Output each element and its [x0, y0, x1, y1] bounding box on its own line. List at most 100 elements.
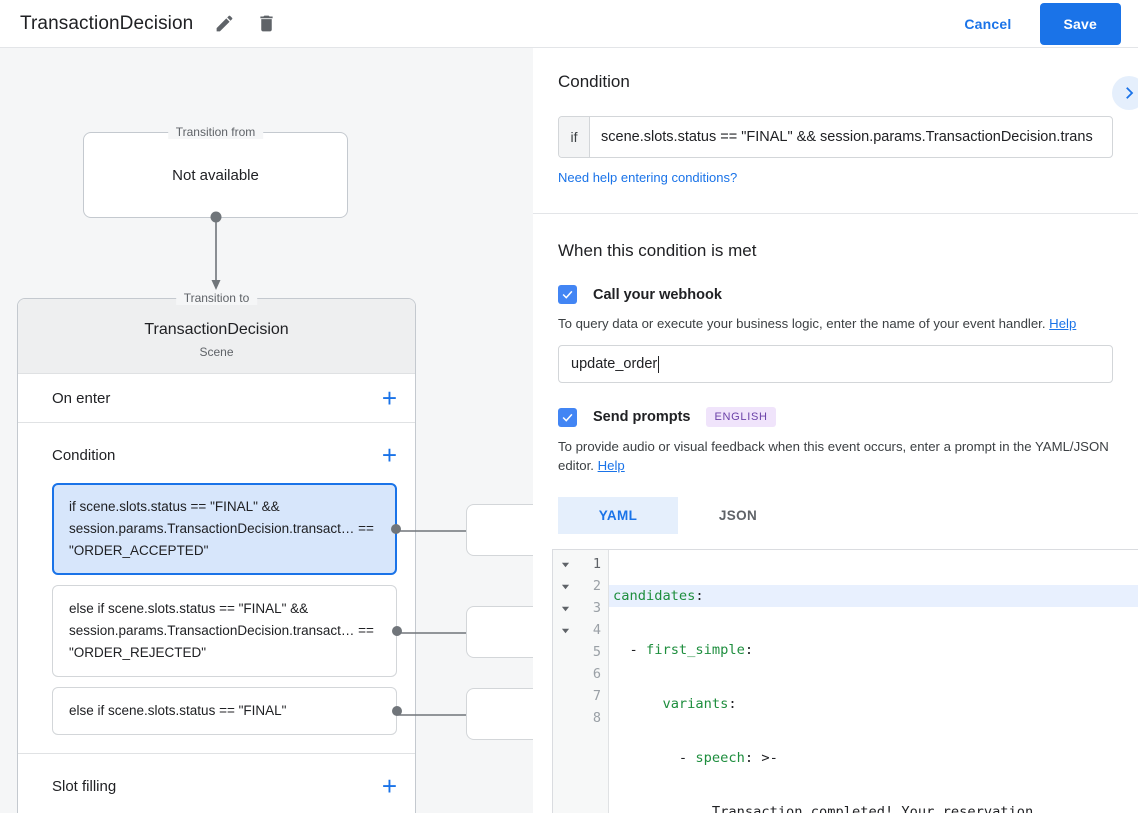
code-indent: -	[613, 750, 696, 766]
editor-fold-column	[553, 550, 577, 813]
fold-arrow-icon[interactable]	[553, 619, 577, 641]
condition-help-link[interactable]: Need help entering conditions?	[558, 170, 738, 185]
target-box-2[interactable]	[466, 688, 533, 740]
line-number: 6	[592, 666, 601, 682]
add-on-enter-button[interactable]: +	[381, 383, 397, 413]
section-condition: Condition + if scene.slots.status == "FI…	[18, 423, 415, 754]
code-rest: : >-	[744, 750, 778, 766]
text-caret	[658, 355, 660, 373]
send-prompts-description-text: To provide audio or visual feedback when…	[558, 439, 1109, 473]
condition-item-2[interactable]: else if scene.slots.status == "FINAL"	[52, 687, 402, 735]
editor-line-numbers: 1 2 3 4 5 6 7 8	[577, 550, 609, 813]
topbar-actions: Cancel Save	[952, 2, 1138, 45]
code-key: speech	[695, 750, 745, 766]
target-box-0[interactable]	[466, 504, 533, 556]
condition-item-0-text: if scene.slots.status == "FINAL" && sess…	[69, 499, 374, 558]
code-key: variants	[662, 696, 729, 712]
code-key: candidates	[613, 588, 696, 604]
condition-item-2-handle[interactable]	[392, 706, 402, 716]
send-prompts-description: To provide audio or visual feedback when…	[558, 437, 1113, 475]
when-condition-met-heading: When this condition is met	[558, 241, 757, 260]
details-panel: Condition if scene.slots.status == "FINA…	[533, 48, 1138, 813]
scene-card-type: Scene	[199, 345, 234, 359]
section-on-enter: On enter +	[18, 374, 415, 423]
target-box-1[interactable]	[466, 606, 533, 658]
section-slot-filling: Slot filling + Slot validation	[18, 754, 415, 813]
scene-card-name: TransactionDecision	[144, 321, 289, 338]
condition-item-0-handle[interactable]	[391, 524, 401, 534]
code-rest: :	[744, 642, 754, 658]
line-number: 3	[592, 600, 601, 616]
fold-arrow-icon[interactable]	[553, 575, 577, 597]
section-slot-filling-title: Slot filling	[52, 777, 117, 795]
call-webhook-row: Call your webhook	[558, 285, 1113, 304]
transition-from-value: Not available	[172, 166, 259, 184]
condition-section-heading: Condition	[558, 72, 630, 91]
condition-item-2-text: else if scene.slots.status == "FINAL"	[69, 703, 287, 718]
scene-card-header[interactable]: TransactionDecision Scene	[18, 299, 415, 374]
transition-edge-down	[210, 211, 222, 290]
condition-section: Condition if scene.slots.status == "FINA…	[533, 48, 1138, 214]
editor-format-tabs: YAML JSON	[558, 497, 1113, 534]
condition-item-1-text: else if scene.slots.status == "FINAL" &&…	[69, 601, 374, 660]
when-condition-met-section: When this condition is met Call your web…	[533, 214, 1138, 534]
tab-yaml[interactable]: YAML	[558, 497, 678, 534]
transition-from-legend: Transition from	[167, 125, 264, 139]
code-key: first_simple	[645, 642, 745, 658]
call-webhook-checkbox[interactable]	[558, 285, 577, 304]
scene-graph-canvas[interactable]: Transition from Not available Transition…	[0, 48, 533, 813]
pencil-icon[interactable]	[213, 13, 235, 35]
send-prompts-label: Send prompts	[593, 409, 691, 425]
condition-if-row[interactable]: if scene.slots.status == "FINAL" && sess…	[558, 116, 1113, 158]
add-condition-button[interactable]: +	[381, 440, 397, 470]
language-badge: ENGLISH	[706, 407, 776, 427]
condition-item-1[interactable]: else if scene.slots.status == "FINAL" &&…	[52, 585, 402, 677]
code-line: Transaction completed! Your reservation	[609, 801, 1138, 813]
add-slot-filling-button[interactable]: +	[381, 771, 397, 801]
condition-list: if scene.slots.status == "FINAL" && sess…	[18, 469, 415, 753]
slot-filling-list: Slot validation	[18, 800, 415, 813]
yaml-editor[interactable]: 1 2 3 4 5 6 7 8 candidates: - first_simp…	[552, 549, 1138, 813]
webhook-handler-input[interactable]: update_order	[558, 345, 1113, 383]
top-app-bar: TransactionDecision Cancel Save	[0, 0, 1138, 48]
condition-item-1-handle[interactable]	[392, 626, 402, 636]
condition-item-0[interactable]: if scene.slots.status == "FINAL" && sess…	[52, 483, 401, 575]
transition-to-legend: Transition to	[175, 291, 258, 305]
transition-from-box[interactable]: Transition from Not available	[83, 125, 348, 218]
cancel-button[interactable]: Cancel	[952, 7, 1023, 41]
page-title: TransactionDecision	[20, 12, 194, 34]
code-rest: Transaction completed! Your reservation	[711, 804, 1034, 813]
line-number: 2	[592, 578, 601, 594]
editor-code-area[interactable]: candidates: - first_simple: variants: - …	[609, 550, 1138, 813]
call-webhook-description: To query data or execute your business l…	[558, 314, 1113, 333]
webhook-handler-value: update_order	[571, 356, 658, 372]
code-line: variants:	[609, 693, 1138, 715]
fold-arrow-icon[interactable]	[553, 553, 577, 575]
chevron-right-icon[interactable]	[1112, 76, 1138, 110]
code-indent: -	[613, 642, 646, 658]
send-prompts-row: Send prompts ENGLISH	[558, 407, 1113, 427]
code-rest: :	[695, 588, 704, 604]
call-webhook-help-link[interactable]: Help	[1049, 316, 1077, 331]
call-webhook-description-text: To query data or execute your business l…	[558, 316, 1046, 331]
send-prompts-help-link[interactable]: Help	[597, 458, 625, 473]
code-line: candidates:	[609, 585, 1138, 607]
code-line: - speech: >-	[609, 747, 1138, 769]
section-on-enter-title: On enter	[52, 389, 111, 407]
line-number: 7	[592, 688, 601, 704]
tab-json[interactable]: JSON	[718, 508, 758, 523]
if-keyword-label: if	[559, 117, 590, 157]
section-condition-title: Condition	[52, 446, 116, 464]
line-number: 5	[592, 644, 601, 660]
fold-arrow-icon[interactable]	[553, 597, 577, 619]
call-webhook-label: Call your webhook	[593, 286, 722, 303]
condition-expression-input[interactable]: scene.slots.status == "FINAL" && session…	[601, 129, 1093, 145]
code-indent	[613, 696, 662, 712]
line-number: 4	[592, 622, 601, 638]
line-number: 8	[592, 710, 601, 726]
trash-icon[interactable]	[255, 13, 277, 35]
save-button[interactable]: Save	[1039, 2, 1121, 45]
code-indent	[613, 804, 712, 813]
send-prompts-checkbox[interactable]	[558, 407, 577, 427]
code-rest: :	[728, 696, 737, 712]
